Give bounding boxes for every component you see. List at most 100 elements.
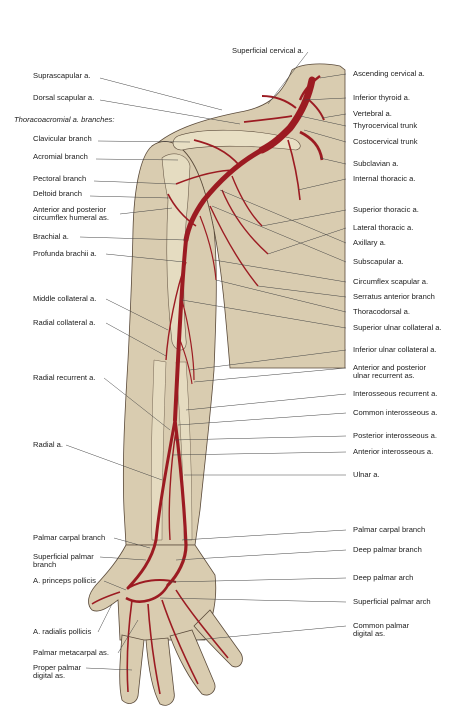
label-interosseous-recurrent: Interosseous recurrent a. bbox=[353, 389, 438, 398]
label-thyrocervical-trunk: Thyrocervical trunk bbox=[353, 121, 418, 130]
label-profunda-brachii: Profunda brachii a. bbox=[33, 249, 97, 258]
label-thoracodorsal: Thoracodorsal a. bbox=[353, 307, 410, 316]
leader-common-palmar-digital bbox=[195, 625, 347, 641]
leader-dorsal-scapular bbox=[99, 99, 241, 125]
leader-superficial-cervical bbox=[267, 51, 309, 105]
label-palmar-carpal-right: Palmar carpal branch bbox=[353, 525, 426, 534]
leader-ulnar-recurrent bbox=[193, 367, 347, 383]
label-circumflex-scapular: Circumflex scapular a. bbox=[353, 277, 429, 286]
label-radial-collateral: Radial collateral a. bbox=[33, 318, 96, 327]
label-proper-palmar-digital: Proper palmar digital as. bbox=[33, 663, 82, 681]
leader-acromial-branch bbox=[95, 158, 179, 161]
leader-thyrocervical-trunk bbox=[299, 115, 347, 127]
leader-palmar-carpal-left bbox=[113, 537, 151, 549]
label-deltoid-branch: Deltoid branch bbox=[33, 189, 82, 198]
label-radialis-pollicis: A. radialis pollicis bbox=[33, 627, 92, 636]
label-lateral-thoracic: Lateral thoracic a. bbox=[353, 223, 414, 232]
leader-radial-collateral bbox=[105, 322, 167, 357]
leader-brachial bbox=[79, 236, 187, 241]
label-radial: Radial a. bbox=[33, 440, 63, 449]
leader-radialis-pollicis bbox=[97, 603, 113, 633]
leader-subscapular bbox=[211, 205, 347, 263]
hand-palm bbox=[88, 544, 217, 641]
deep-palmar-arch bbox=[127, 579, 177, 589]
label-thoracoacromial-heading: Thoracoacromial a. branches: bbox=[14, 115, 115, 124]
label-palmar-metacarpal: Palmar metacarpal as. bbox=[33, 648, 109, 657]
leader-radial bbox=[65, 444, 163, 481]
leader-superior-thoracic bbox=[261, 209, 347, 227]
leader-lines bbox=[65, 51, 347, 671]
leader-lateral-thoracic bbox=[267, 227, 347, 255]
leader-deltoid-branch bbox=[89, 195, 171, 199]
label-deep-palmar-arch: Deep palmar arch bbox=[353, 573, 414, 582]
leader-inferior-ulnar-collateral bbox=[189, 349, 347, 371]
label-serratus-anterior: Serratus anterior branch bbox=[353, 292, 435, 301]
label-middle-collateral: Middle collateral a. bbox=[33, 294, 97, 303]
label-suprascapular: Suprascapular a. bbox=[33, 71, 91, 80]
label-internal-thoracic: Internal thoracic a. bbox=[353, 174, 416, 183]
axillary-artery bbox=[183, 147, 265, 243]
label-superficial-palmar-branch: Superficial palmar branch bbox=[33, 552, 94, 570]
leader-profunda-brachii bbox=[105, 253, 185, 263]
leader-superior-ulnar-collateral bbox=[181, 299, 347, 329]
leader-posterior-interosseous bbox=[173, 435, 347, 441]
label-inferior-thyroid: Inferior thyroid a. bbox=[353, 93, 410, 102]
label-ulnar: Ulnar a. bbox=[353, 470, 380, 479]
finger-middle bbox=[145, 637, 175, 706]
label-dorsal-scapular: Dorsal scapular a. bbox=[33, 93, 95, 102]
label-ulnar-recurrent: Anterior and posterior ulnar recurrent a… bbox=[353, 363, 427, 381]
leader-inferior-thyroid bbox=[303, 97, 347, 101]
leader-thoracodorsal bbox=[215, 279, 347, 313]
label-common-palmar-digital: Common palmar digital as. bbox=[353, 621, 410, 639]
label-deep-palmar-branch: Deep palmar branch bbox=[353, 545, 422, 554]
leader-internal-thoracic bbox=[297, 178, 347, 191]
leader-interosseous-recurrent bbox=[185, 393, 347, 411]
leader-subclavian bbox=[319, 157, 347, 165]
leader-vertebral bbox=[321, 113, 347, 119]
leader-palmar-metacarpal bbox=[117, 619, 139, 654]
leader-circumflex-scapular bbox=[213, 259, 347, 283]
leader-superficial-palmar-branch bbox=[99, 556, 147, 561]
label-brachial: Brachial a. bbox=[33, 232, 69, 241]
leader-palmar-carpal-right bbox=[181, 529, 347, 541]
label-pectoral-branch: Pectoral branch bbox=[33, 174, 87, 183]
leader-suprascapular bbox=[99, 77, 223, 111]
leader-proper-palmar-digital bbox=[85, 667, 133, 671]
leader-ascending-cervical bbox=[319, 73, 347, 79]
label-palmar-carpal-left: Palmar carpal branch bbox=[33, 533, 106, 542]
leader-princeps-pollicis bbox=[103, 580, 127, 591]
label-axillary: Axillary a. bbox=[353, 238, 386, 247]
label-superior-thoracic: Superior thoracic a. bbox=[353, 205, 419, 214]
leader-deep-palmar-arch bbox=[169, 577, 347, 583]
label-circumflex-humeral: Anterior and posterior circumflex humera… bbox=[33, 205, 109, 223]
finger-little bbox=[193, 609, 243, 668]
label-ascending-cervical: Ascending cervical a. bbox=[353, 69, 425, 78]
leader-common-interosseous bbox=[177, 412, 347, 426]
label-superficial-cervical: Superficial cervical a. bbox=[232, 46, 304, 55]
label-princeps-pollicis: A. princeps pollicis bbox=[33, 576, 96, 585]
label-costocervical-trunk: Costocervical trunk bbox=[353, 137, 418, 146]
radial-artery bbox=[126, 418, 177, 590]
leader-middle-collateral bbox=[105, 298, 169, 331]
leader-circumflex-humeral bbox=[119, 207, 173, 215]
leader-anterior-interosseous bbox=[171, 451, 347, 456]
label-subclavian: Subclavian a. bbox=[353, 159, 399, 168]
label-anterior-interosseous: Anterior interosseous a. bbox=[353, 447, 434, 456]
leader-costocervical-trunk bbox=[303, 129, 347, 143]
leader-serratus-anterior bbox=[257, 285, 347, 298]
finger-ring bbox=[169, 629, 216, 696]
label-superior-ulnar-collateral: Superior ulnar collateral a. bbox=[353, 323, 442, 332]
label-superficial-palmar-arch: Superficial palmar arch bbox=[353, 597, 431, 606]
leader-superficial-palmar-arch bbox=[159, 597, 347, 603]
leader-radial-recurrent bbox=[103, 377, 171, 431]
ulnar-artery bbox=[166, 418, 188, 587]
label-subscapular: Subscapular a. bbox=[353, 257, 404, 266]
superficial-palmar-arch bbox=[125, 584, 170, 603]
finger-index bbox=[119, 634, 145, 704]
arm-shape bbox=[122, 141, 217, 546]
subclavian-artery bbox=[258, 76, 316, 154]
label-clavicular-branch: Clavicular branch bbox=[33, 134, 92, 143]
label-common-interosseous: Common interosseous a. bbox=[353, 408, 438, 417]
